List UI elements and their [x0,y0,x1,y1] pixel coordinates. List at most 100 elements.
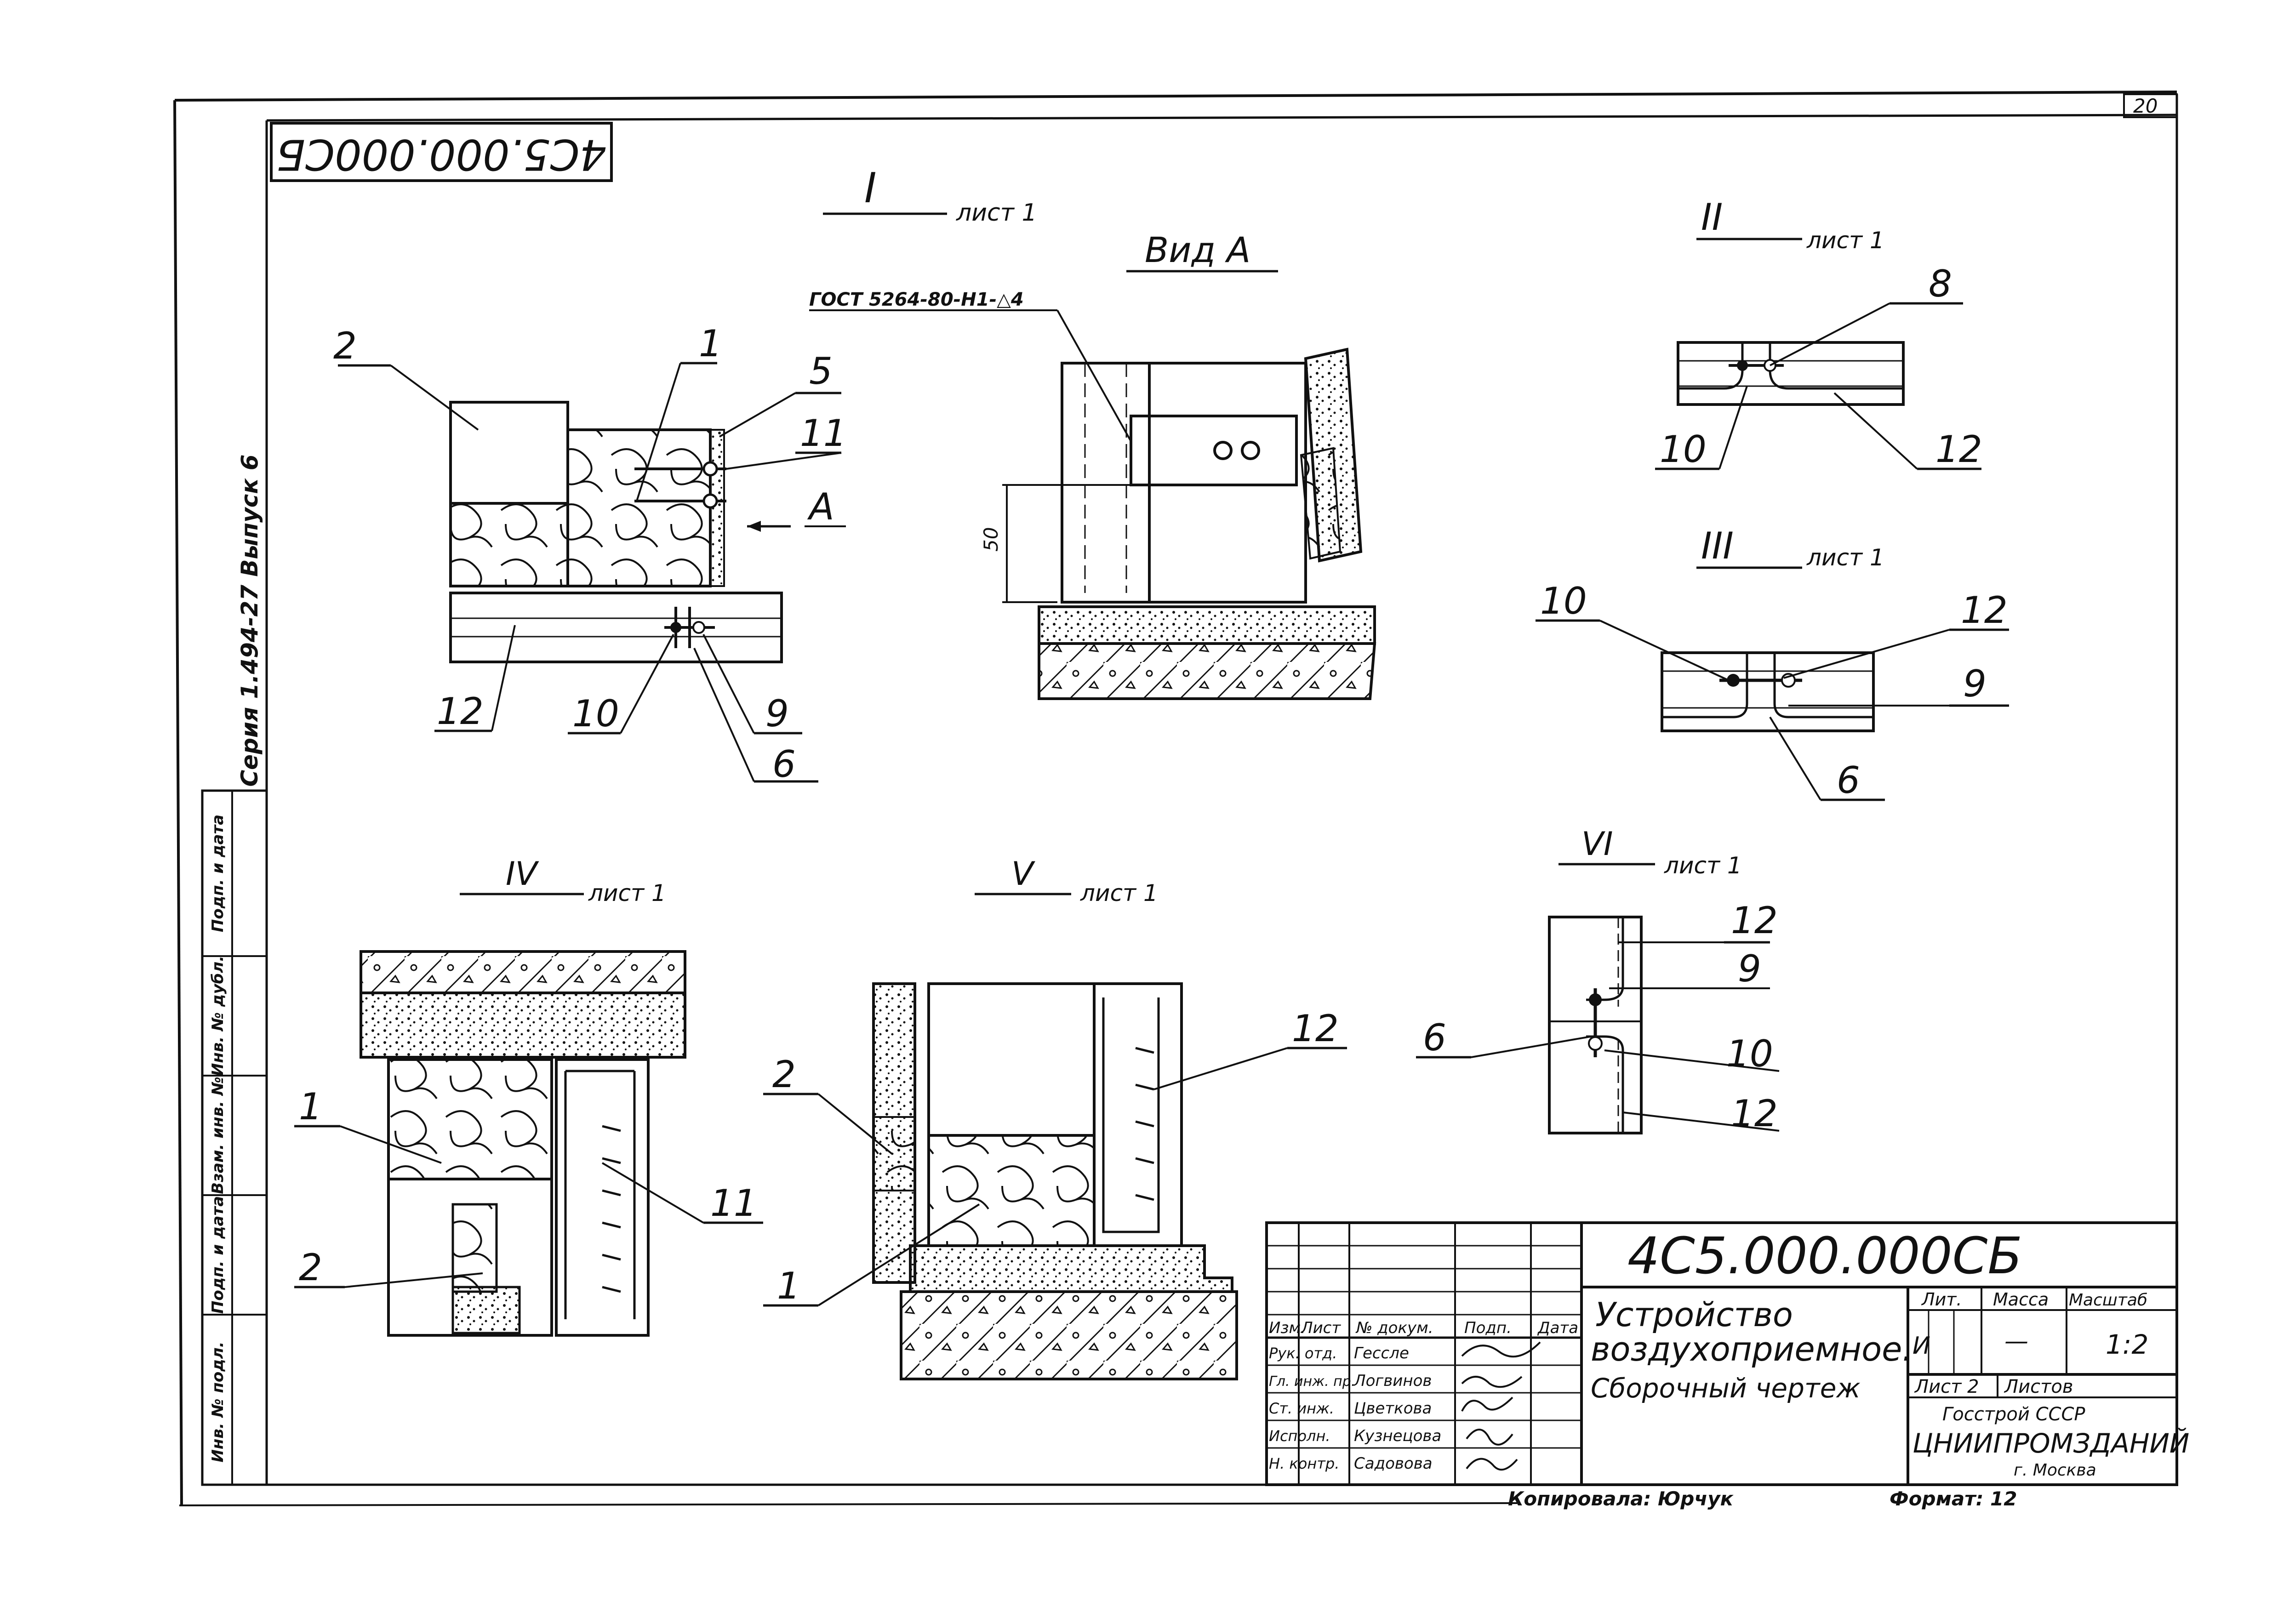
name-5: Садовова [1354,1454,1433,1473]
tb-designation: 4С5.000.000СБ [1627,1226,2022,1285]
tb-scale: 1:2 [2106,1329,2148,1360]
view-I-sheet: лист 1 [956,199,1037,227]
I-callout-9: 9 [765,692,789,735]
IV-callout-11: 11 [710,1182,757,1225]
strip-label-5: Подп. и дата [209,815,227,932]
name-3: Цветкова [1354,1399,1432,1418]
III-callout-6: 6 [1837,759,1860,802]
role-2: Гл. инж. пр. [1269,1373,1355,1390]
sheet-number: 20 [2133,95,2158,117]
view-A-title: Вид А [1145,229,1250,270]
tb-name-line-2: воздухоприемное. [1591,1330,1912,1368]
tb-scale-label: Масштаб [2069,1291,2147,1310]
VI-callout-10: 10 [1726,1032,1773,1075]
VI-callout-6: 6 [1423,1016,1446,1059]
view-A: Вид А ГОСТ 5264-80-Н1-△4 50 [809,229,1376,700]
name-4: Кузнецова [1354,1427,1441,1445]
view-V-drawing: 2 12 1 [763,982,1347,1380]
name-2: Логвинов [1353,1372,1432,1390]
strip-label-4: Инв. № дубл. [209,956,227,1076]
col-head-izm: Изм. [1269,1319,1306,1337]
III-callout-12: 12 [1961,589,2008,632]
view-A-drawing: 50 [980,348,1376,700]
col-head-date: Дата [1537,1319,1578,1337]
view-I: I лист 1 А 2 1 [333,164,1037,786]
II-callout-10: 10 [1660,428,1707,471]
sheet-number-box: 20 [2123,93,2178,118]
col-head-sign: Подп. [1464,1319,1512,1337]
I-callout-6: 6 [772,743,796,786]
view-II-roman: II [1701,196,1723,239]
role-4: Исполн. [1269,1427,1330,1445]
VI-callout-12-bottom: 12 [1731,1092,1778,1135]
strip-label-3: Взам. инв. № [209,1077,227,1194]
I-callout-2: 2 [333,325,357,367]
tb-lit: И [1912,1332,1930,1360]
view-VI-sheet: лист 1 [1664,852,1742,879]
tb-sheets-label: Листов [2004,1376,2073,1397]
tb-org-1: Госстрой СССР [1942,1404,2085,1425]
series-note: Серия 1.494-27 Выпуск 6 [236,454,263,786]
I-callout-12: 12 [437,690,484,733]
tb-name-line-1: Устройство [1595,1295,1793,1334]
strip-label-2: Подп. и дата [209,1196,227,1314]
tb-mass: — [2004,1328,2028,1355]
tb-mass-label: Масса [1993,1289,2049,1310]
II-callout-8: 8 [1929,262,1952,305]
view-IV: IV лист 1 1 2 11 [294,855,763,1337]
arrow-A-label: А [807,485,834,528]
I-callout-1: 1 [699,322,722,365]
view-III: III лист 1 10 12 9 6 [1536,524,2009,802]
view-IV-roman: IV [506,855,539,893]
role-5: Н. контр. [1269,1455,1339,1472]
V-callout-2: 2 [772,1053,796,1096]
view-III-drawing: 10 12 9 6 [1536,580,2009,802]
sheet-format: Формат: 12 [1890,1487,2017,1510]
II-callout-12: 12 [1935,428,1982,471]
view-A-weld: ГОСТ 5264-80-Н1-△4 [809,289,1024,310]
strip-label-1: Инв. № подл. [209,1341,227,1462]
copied-by: Копировала: Юрчук [1508,1487,1734,1510]
view-V-roman: V [1011,855,1035,893]
tb-org-2: ЦНИИПРОМЗДАНИЙ [1912,1427,2189,1459]
tb-name-line-3: Сборочный чертеж [1591,1373,1861,1404]
left-strip: Инв. № подл. Подп. и дата Взам. инв. № И… [201,789,268,1486]
VI-callout-9: 9 [1738,947,1761,990]
I-callout-11: 11 [800,412,847,455]
view-II: II лист 1 8 10 12 [1655,196,1982,471]
IV-callout-1: 1 [299,1085,322,1128]
role-3: Ст. инж. [1269,1400,1334,1417]
V-callout-1: 1 [777,1265,800,1307]
view-VI: VI лист 1 12 9 6 10 12 [1416,825,1780,1135]
title-block: Изм. Лист № докум. Подп. Дата Рук. отд. … [1265,1221,2189,1486]
view-II-sheet: лист 1 [1806,227,1884,254]
III-callout-10: 10 [1540,580,1587,622]
view-II-drawing: 8 10 12 [1655,262,1982,471]
top-stamp: 4С5.000.000СБ [270,122,613,182]
V-callout-12: 12 [1292,1007,1339,1050]
IV-callout-2: 2 [299,1246,322,1289]
tb-sheet-label: Лист 2 [1914,1376,1979,1397]
III-callout-9: 9 [1963,662,1987,705]
view-IV-sheet: лист 1 [588,880,666,906]
view-IV-drawing: 1 2 11 [294,950,763,1337]
role-1: Рук. отд. [1269,1345,1337,1362]
col-head-doc: № докум. [1355,1319,1433,1337]
VI-callout-12-top: 12 [1731,899,1778,942]
signatures [1461,1341,1541,1471]
col-head-list: Лист [1300,1319,1341,1337]
name-1: Гессле [1354,1344,1409,1362]
I-callout-10: 10 [572,692,619,735]
view-III-sheet: лист 1 [1806,544,1884,571]
stamp-designation: 4С5.000.000СБ [276,130,606,179]
view-VI-roman: VI [1581,825,1613,863]
view-I-drawing: А 2 1 5 11 12 10 9 6 [333,322,847,786]
view-A-dim: 50 [980,527,1002,552]
view-V: V лист 1 2 12 1 [763,855,1347,1380]
view-VI-drawing: 12 9 6 10 12 [1416,899,1780,1135]
sheet-frame [173,91,2178,1506]
view-V-sheet: лист 1 [1080,880,1158,906]
I-callout-5: 5 [809,350,833,393]
view-I-roman: I [864,164,877,212]
